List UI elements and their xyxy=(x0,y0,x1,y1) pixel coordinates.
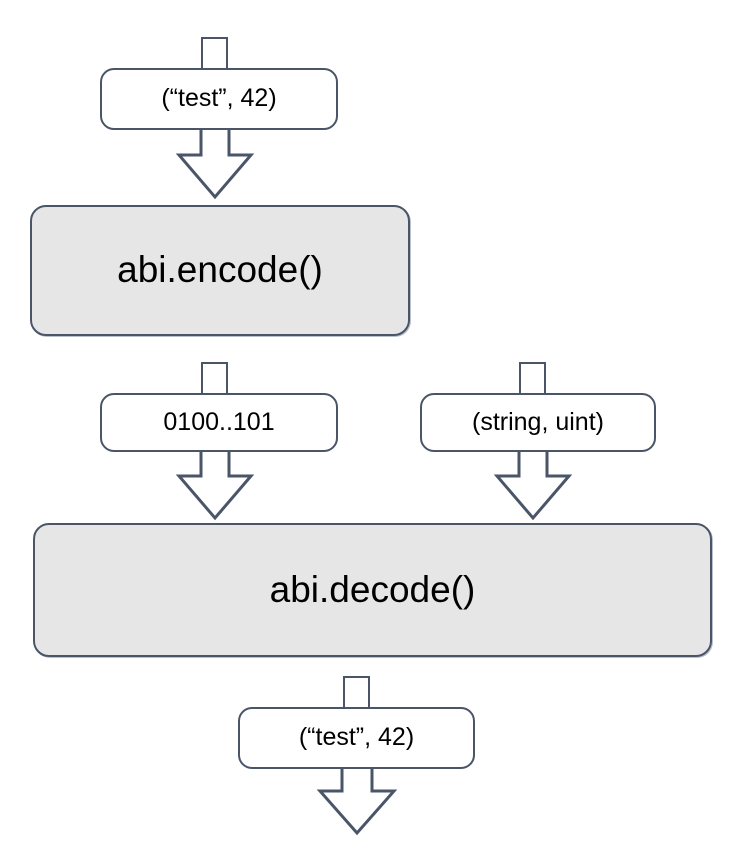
node-label-encoded-bytes: 0100..101 xyxy=(163,407,275,436)
node-label-input-tuple-top: (“test”, 42) xyxy=(161,84,277,113)
node-label-abi-decode: abi.decode() xyxy=(269,568,476,610)
node-encoded-bytes: 0100..101 xyxy=(100,393,338,452)
arrow-output-down xyxy=(316,765,398,837)
node-label-abi-encode: abi.encode() xyxy=(117,249,323,291)
node-output-tuple-bottom: (“test”, 42) xyxy=(238,707,475,769)
node-label-type-signature: (string, uint) xyxy=(472,407,604,436)
node-abi-decode: abi.decode() xyxy=(33,523,712,657)
node-type-signature: (string, uint) xyxy=(420,393,656,452)
node-input-tuple-top: (“test”, 42) xyxy=(100,68,338,130)
stub-into-input-tuple xyxy=(201,37,228,74)
node-abi-encode: abi.encode() xyxy=(30,205,410,336)
arrow-type-to-decode xyxy=(493,448,573,522)
arrow-encoded-to-decode xyxy=(175,448,255,522)
stub-into-encoded-bytes xyxy=(201,362,228,399)
arrow-input-to-encode xyxy=(175,126,255,201)
node-label-output-tuple-bottom: (“test”, 42) xyxy=(298,723,415,752)
stub-into-type-signature xyxy=(519,362,546,399)
stub-into-output-tuple xyxy=(343,676,370,713)
